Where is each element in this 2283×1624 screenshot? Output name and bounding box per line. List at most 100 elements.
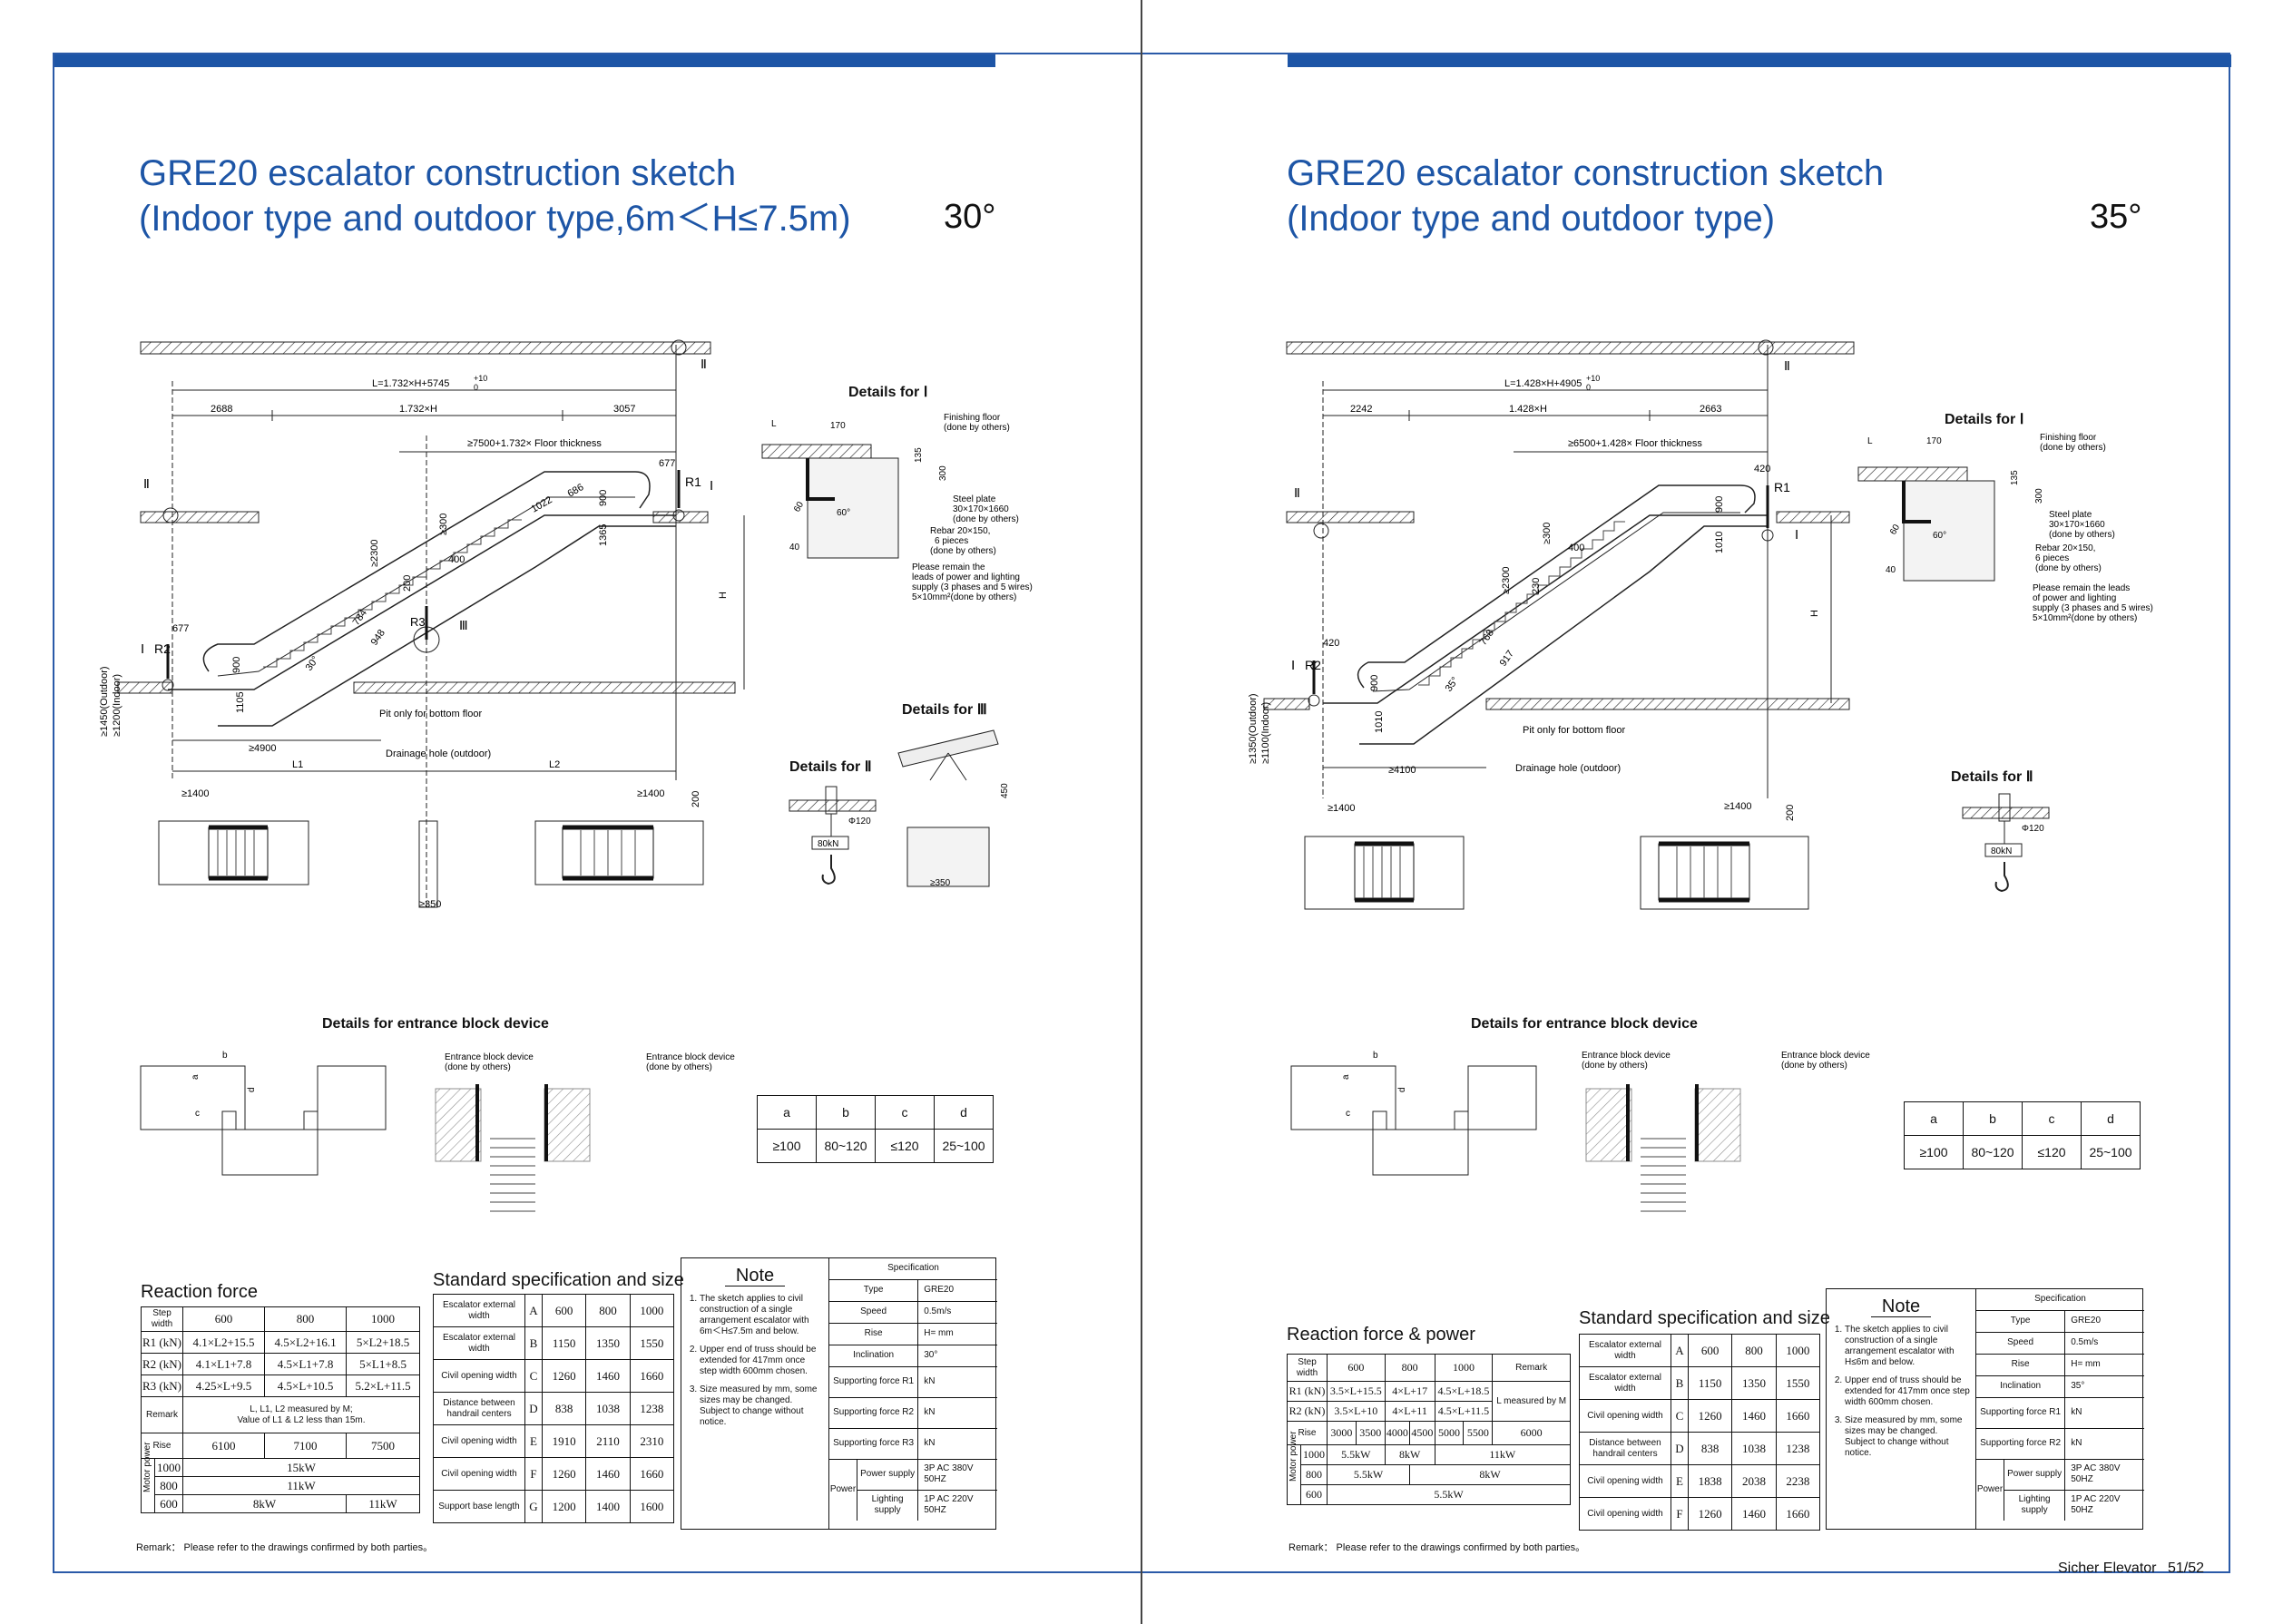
svg-text:d: d: [247, 1087, 257, 1092]
svg-text:900: 900: [1369, 675, 1380, 691]
svg-text:1365: 1365: [598, 524, 609, 546]
svg-text:30×170×1660: 30×170×1660: [2049, 520, 2105, 530]
svg-text:Ⅰ: Ⅰ: [1795, 527, 1798, 542]
svg-text:6 pieces: 6 pieces: [935, 536, 968, 546]
page-title-line1: GRE20 escalator construction sketch: [1287, 153, 1885, 193]
rise-h-label: H: [718, 592, 729, 599]
svg-text:≥4900: ≥4900: [249, 743, 277, 754]
svg-text:30×170×1660: 30×170×1660: [953, 504, 1009, 514]
svg-text:784: 784: [351, 608, 369, 628]
svg-text:R1: R1: [1774, 480, 1790, 494]
header-bar: [1288, 54, 2231, 67]
svg-text:135: 135: [914, 447, 924, 463]
svg-text:60°: 60°: [1933, 531, 1946, 541]
svg-text:60: 60: [792, 500, 806, 514]
svg-text:Steel plate: Steel plate: [2049, 510, 2092, 520]
svg-text:(done by others): (done by others): [953, 514, 1019, 524]
svg-text:(done by others): (done by others): [2035, 563, 2102, 573]
svg-text:Finishing floor: Finishing floor: [2040, 433, 2097, 443]
details-ii-drawing: 80kN Φ120: [789, 786, 877, 885]
inclination-angle: 35°: [2090, 198, 2142, 236]
remark-text: Remark： Please refer to the drawings con…: [1288, 1542, 1586, 1553]
svg-text:(done by others): (done by others): [944, 423, 1010, 433]
note-panel: Note The sketch applies to civil constru…: [681, 1257, 997, 1530]
svg-text:200: 200: [402, 575, 413, 592]
entrance-block-drawing: a b c d Entrance block device (done by o…: [1290, 1051, 1870, 1212]
svg-text:Pit only for bottom floor: Pit only for bottom floor: [1523, 725, 1625, 736]
svg-text:Finishing floor: Finishing floor: [944, 413, 1001, 423]
svg-text:Please remain the: Please remain the: [912, 563, 985, 572]
svg-text:Drainage hole (outdoor): Drainage hole (outdoor): [386, 748, 491, 759]
footer-brand: Sicher Elevator 51/52: [2058, 1560, 2204, 1577]
svg-text:300: 300: [938, 465, 948, 481]
svg-text:≥300: ≥300: [1542, 523, 1553, 544]
svg-text:d: d: [1397, 1087, 1407, 1092]
svg-text:948: 948: [369, 628, 387, 648]
svg-text:Please remain the leads: Please remain the leads: [2033, 583, 2130, 593]
svg-text:5×10mm²(done by others): 5×10mm²(done by others): [2033, 613, 2137, 623]
svg-text:3057: 3057: [613, 404, 635, 415]
details-ii-drawing: 80kN Φ120: [1962, 793, 2050, 893]
svg-text:≥1450(Outdoor): ≥1450(Outdoor): [99, 666, 110, 737]
svg-text:60: 60: [1888, 523, 1902, 537]
left-page: GRE20 escalator construction sketch (Ind…: [0, 0, 1142, 1624]
svg-text:≥300: ≥300: [438, 514, 449, 535]
svg-text:≥350: ≥350: [930, 878, 951, 888]
svg-text:≥1200(Indoor): ≥1200(Indoor): [112, 674, 122, 737]
svg-text:2663: 2663: [1700, 404, 1721, 415]
svg-text:(done by others): (done by others): [930, 546, 996, 556]
svg-text:supply (3 phases and 5 wires): supply (3 phases and 5 wires): [912, 582, 1033, 592]
svg-text:(done by others): (done by others): [445, 1062, 511, 1072]
details-iii-drawing: 450 ≥350: [897, 729, 1010, 888]
entrance-block-drawing: a b c d Entrance block device (done by o…: [140, 1051, 735, 1212]
svg-text:L2: L2: [549, 759, 560, 770]
svg-text:Steel plate: Steel plate: [953, 494, 996, 504]
svg-text:Rebar 20×150,: Rebar 20×150,: [930, 526, 990, 536]
details-ii-label: Details for Ⅱ: [1951, 769, 2033, 785]
svg-text:135: 135: [2010, 470, 2020, 485]
note-panel: Note The sketch applies to civil constru…: [1826, 1288, 2144, 1530]
svg-text:Ⅱ: Ⅱ: [1294, 485, 1300, 500]
svg-text:200: 200: [1785, 805, 1796, 821]
svg-text:450: 450: [1000, 783, 1010, 798]
svg-text:400: 400: [1568, 543, 1584, 553]
rise-h-label: H: [1809, 610, 1820, 617]
svg-text:Pit only for bottom floor: Pit only for bottom floor: [0, 0, 103, 3]
svg-text:420: 420: [1754, 464, 1770, 474]
svg-text:Ⅱ: Ⅱ: [701, 357, 707, 371]
dim-length-formula: L=1.732×H+5745: [372, 378, 449, 389]
svg-text:900: 900: [231, 657, 242, 673]
svg-text:(done by others): (done by others): [2040, 443, 2106, 453]
svg-text:Ⅱ: Ⅱ: [1784, 358, 1790, 373]
dim-length-formula: L=1.428×H+4905: [1504, 378, 1582, 389]
svg-text:1.732×H: 1.732×H: [399, 404, 437, 415]
page-numbers: 51/52: [2167, 1560, 2204, 1576]
svg-text:a: a: [191, 1074, 201, 1080]
svg-text:Ⅱ: Ⅱ: [143, 476, 150, 491]
reaction-force-title: Reaction force: [141, 1282, 258, 1302]
svg-text:170: 170: [830, 421, 846, 431]
note-list: The sketch applies to civil construction…: [1836, 1325, 1970, 1459]
inclination-angle: 30°: [944, 198, 996, 236]
svg-text:Ⅰ: Ⅰ: [1291, 658, 1295, 672]
svg-text:35°: 35°: [1444, 675, 1461, 694]
svg-text:supply (3 phases and 5 wires): supply (3 phases and 5 wires): [2033, 603, 2153, 613]
escalator-elevation-drawing: L=1.428×H+4905 +10 0 2242 1.428×H 2663 ≥…: [1248, 339, 1855, 910]
spec-size-title: Standard specification and size: [433, 1270, 684, 1290]
svg-text:R3: R3: [410, 615, 426, 629]
svg-text:900: 900: [1714, 496, 1725, 513]
svg-text:300: 300: [2034, 488, 2044, 504]
header-bar: [54, 54, 995, 67]
svg-text:1022: 1022: [530, 494, 554, 515]
note-list: The sketch applies to civil construction…: [691, 1294, 823, 1428]
svg-text:L: L: [1867, 436, 1873, 446]
svg-text:(done by others): (done by others): [1781, 1061, 1847, 1071]
page-title-line2: (Indoor type and outdoor type,6m＜H≤7.5m): [139, 199, 851, 239]
svg-text:0: 0: [1586, 383, 1591, 392]
entrance-label: Details for entrance block device: [1471, 1016, 1698, 1032]
